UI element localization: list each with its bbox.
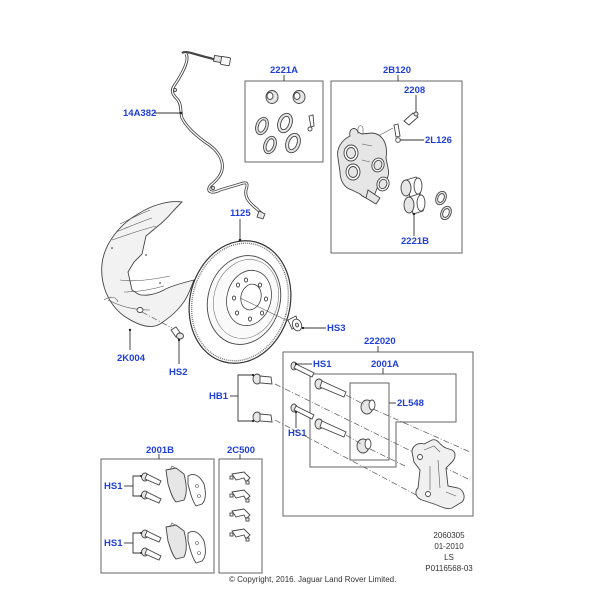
dust-shield-2k004 xyxy=(101,201,195,327)
pad-clip-icon xyxy=(229,528,251,542)
callout-2k004: 2K004 xyxy=(117,328,146,364)
copyright-notice: © Copyright, 2016. Jaguar Land Rover Lim… xyxy=(229,575,396,584)
piston-seal-icon xyxy=(440,205,452,221)
pad-bolt-icon xyxy=(141,529,162,543)
caliper-box xyxy=(330,80,463,254)
pad-kit-box xyxy=(100,458,215,574)
part-reference: P0116568-03 xyxy=(425,564,473,573)
callout-label[interactable]: HS1 xyxy=(313,359,332,370)
piston-seal-icon xyxy=(285,132,301,154)
pad-clip-icon xyxy=(229,471,251,485)
brake-disc-1125 xyxy=(188,240,292,364)
carrier-bolt-icon xyxy=(252,411,273,423)
dust-boot-icon xyxy=(265,90,279,104)
callout-label[interactable]: 1125 xyxy=(230,208,251,219)
piston-seal-icon xyxy=(263,135,277,155)
callout-label[interactable]: 222020 xyxy=(364,336,396,347)
bleed-cap-icon xyxy=(393,123,401,143)
callout-label[interactable]: 14A382 xyxy=(123,108,156,119)
callout-hs2: HS2 xyxy=(169,338,187,378)
guide-bushing-icon xyxy=(360,399,376,415)
callout-label[interactable]: 2L126 xyxy=(425,135,452,146)
callout-label[interactable]: 2221B xyxy=(401,236,429,247)
guide-bushing-box xyxy=(349,382,390,461)
pad-bolt-icon xyxy=(141,547,162,561)
brake-pad-icon xyxy=(165,522,187,560)
callout-label[interactable]: 2221A xyxy=(270,65,298,76)
abs-sensor-harness xyxy=(170,50,266,220)
dust-boot-icon xyxy=(292,90,306,104)
callout-label[interactable]: 2K004 xyxy=(117,353,146,364)
callout-hb1: HB1 xyxy=(209,373,255,423)
caliper-carrier-icon xyxy=(411,439,465,509)
callout-label[interactable]: 2208 xyxy=(404,85,425,96)
pad-bolt-icon xyxy=(141,490,162,504)
callout-label[interactable]: 2C500 xyxy=(227,445,255,456)
callout-14a382: 14A382 xyxy=(123,108,183,119)
callout-label[interactable]: 2B120 xyxy=(383,65,411,76)
disc-screw-icon xyxy=(239,297,303,332)
illustration-info: 2060305 01-2010 LS P0116568-03 xyxy=(425,531,473,573)
piston-seal-icon xyxy=(277,112,293,134)
clip-kit-2c500: 2C500 xyxy=(218,445,263,574)
caliper-body-icon xyxy=(337,125,390,205)
piston-icon xyxy=(403,193,426,215)
callout-hs3: HS3 xyxy=(301,323,345,334)
pad-bolt-icon xyxy=(141,472,162,486)
bleed-screw-icon xyxy=(403,111,419,126)
pad-clip-icon xyxy=(229,508,251,522)
illustration-date: 01-2010 xyxy=(434,542,464,551)
guide-bushing-icon xyxy=(356,438,372,454)
callout-label[interactable]: HS2 xyxy=(169,367,187,378)
model-code: LS xyxy=(444,553,454,562)
brake-pad-icon xyxy=(187,473,206,507)
guide-pin-icon xyxy=(314,418,347,438)
guide-bolt-icon xyxy=(290,403,315,420)
shield-screw-icon xyxy=(141,311,184,340)
brake-pad-icon xyxy=(187,530,206,564)
callout-label[interactable]: HS1 xyxy=(104,481,123,492)
wheel-stud-holes xyxy=(231,277,269,322)
callout-label[interactable]: 2L548 xyxy=(397,398,424,409)
carrier-assembly-222020: 222020 2001A 2L548 xyxy=(274,336,474,517)
caliper-2b120: 2B120 2208 2L126 xyxy=(330,65,463,254)
carrier-bolt-icon xyxy=(252,373,273,385)
callout-label[interactable]: 2001B xyxy=(146,445,174,456)
brake-pad-icon xyxy=(165,465,187,503)
callout-label[interactable]: HS3 xyxy=(327,323,345,334)
guide-bolt-icon xyxy=(290,361,315,378)
pad-clip-icon xyxy=(229,489,251,503)
piston-icon xyxy=(400,176,423,198)
callout-label[interactable]: HS1 xyxy=(104,538,123,549)
callout-label[interactable]: HS1 xyxy=(288,428,307,439)
callout-label[interactable]: 2001A xyxy=(371,359,399,370)
guide-pin-icon xyxy=(314,378,347,398)
guide-pin-kit-box xyxy=(309,373,457,468)
callout-label[interactable]: HB1 xyxy=(209,391,229,402)
callout-1125: 1125 xyxy=(230,208,251,242)
illustration-number: 2060305 xyxy=(433,531,465,540)
bleed-cap-icon xyxy=(307,114,315,132)
pad-kit-2001b: 2001B HS1 xyxy=(100,445,215,574)
piston-seal-icon xyxy=(255,116,269,136)
seal-kit-2221a: 2221A xyxy=(244,65,324,163)
piston-seal-icon xyxy=(435,190,447,206)
clip-kit-box xyxy=(218,458,263,574)
